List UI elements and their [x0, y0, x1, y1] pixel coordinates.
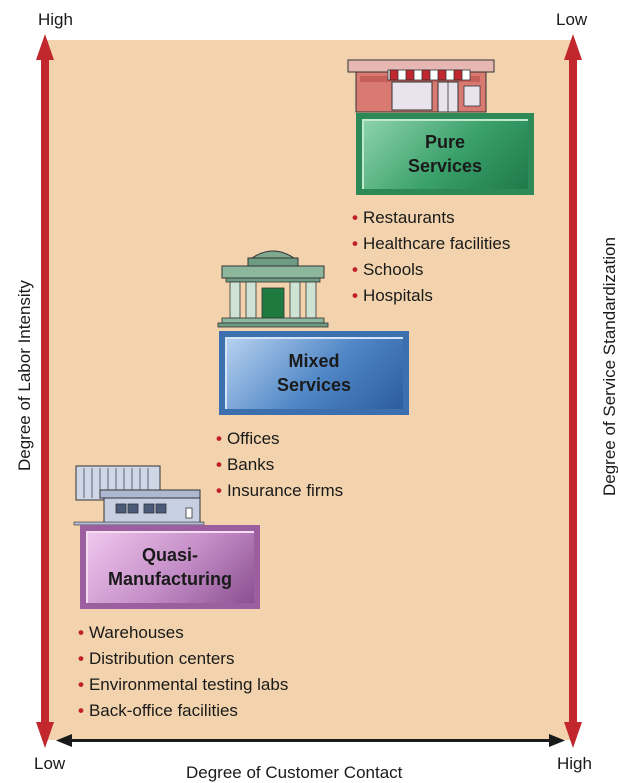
- list-item: Schools: [352, 257, 510, 283]
- list-item: Healthcare facilities: [352, 231, 510, 257]
- axis-label-labor-intensity: Degree of Labor Intensity: [15, 280, 34, 471]
- pure-services-box: Pure Services: [356, 113, 534, 195]
- list-item: Hospitals: [352, 283, 510, 309]
- corner-label-top-right: Low: [556, 10, 588, 29]
- right-vertical-arrow: [564, 34, 582, 748]
- bank-building-icon: [217, 250, 329, 328]
- mixed-services-examples: Offices Banks Insurance firms: [216, 426, 343, 504]
- left-vertical-arrow: [36, 34, 54, 748]
- mixed-services-title-line1: Mixed: [288, 351, 340, 371]
- pure-services-title-line1: Pure: [424, 132, 465, 152]
- list-item: Banks: [216, 452, 343, 478]
- axis-label-service-standardization: Degree of Service Standardization: [600, 237, 618, 496]
- warehouse-icon: [73, 465, 205, 526]
- bottom-horizontal-arrow: [56, 734, 565, 747]
- list-item: Back-office facilities: [78, 698, 288, 724]
- quasi-manufacturing-title-line2: Manufacturing: [108, 569, 232, 589]
- list-item: Environmental testing labs: [78, 672, 288, 698]
- list-item: Warehouses: [78, 620, 288, 646]
- mixed-services-box: Mixed Services: [219, 331, 409, 415]
- pure-services-examples: Restaurants Healthcare facilities School…: [352, 205, 510, 309]
- mixed-services-title-line2: Services: [276, 375, 352, 395]
- quasi-manufacturing-box: Quasi- Manufacturing: [80, 525, 260, 609]
- quasi-manufacturing-examples: Warehouses Distribution centers Environm…: [78, 620, 288, 724]
- list-item: Restaurants: [352, 205, 510, 231]
- list-item: Insurance firms: [216, 478, 343, 504]
- axis-label-customer-contact: Degree of Customer Contact: [186, 763, 403, 782]
- corner-label-bottom-left: Low: [34, 754, 66, 773]
- storefront-icon: [347, 59, 495, 113]
- pure-services-title-line2: Services: [407, 156, 483, 176]
- quasi-manufacturing-title-line1: Quasi-: [141, 545, 198, 565]
- corner-label-top-left: High: [38, 10, 73, 29]
- corner-label-bottom-right: High: [557, 754, 592, 773]
- list-item: Distribution centers: [78, 646, 288, 672]
- list-item: Offices: [216, 426, 343, 452]
